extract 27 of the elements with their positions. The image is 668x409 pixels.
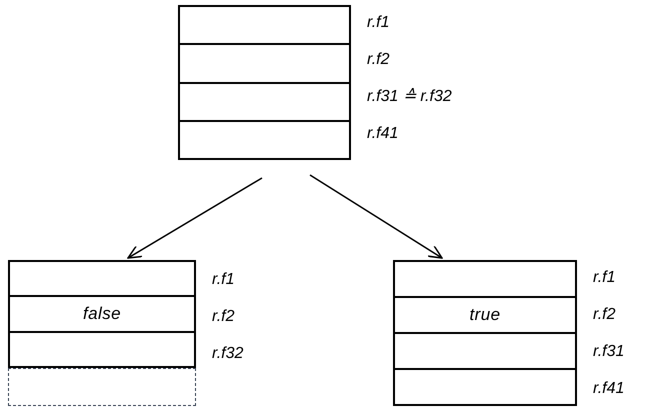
field-label: r.f31 [593, 342, 624, 362]
record-row [393, 332, 577, 370]
field-label: r.f1 [593, 268, 616, 288]
field-label: r.f32 [212, 344, 244, 364]
field-label: r.f1 [212, 270, 235, 290]
field-label: r.f31 ≙ r.f32 [367, 87, 452, 107]
arrow [127, 177, 262, 259]
row-value: true [470, 304, 500, 326]
record-row [393, 368, 577, 406]
field-label: r.f2 [593, 305, 616, 325]
record-row [8, 260, 196, 298]
record-row [178, 120, 351, 160]
record-row [178, 82, 351, 122]
record-row [8, 295, 196, 333]
record-row [393, 296, 577, 334]
record-row [8, 330, 196, 368]
record-row [393, 260, 577, 298]
field-label: r.f2 [367, 50, 390, 70]
record-row [178, 5, 351, 46]
field-label: r.f41 [367, 124, 398, 144]
field-label: r.f2 [212, 307, 235, 327]
row-value: false [82, 303, 122, 326]
arrow [310, 174, 443, 259]
field-label: r.f41 [593, 379, 624, 399]
record-row [8, 368, 196, 406]
field-label: r.f1 [367, 13, 390, 33]
record-row [178, 43, 351, 84]
